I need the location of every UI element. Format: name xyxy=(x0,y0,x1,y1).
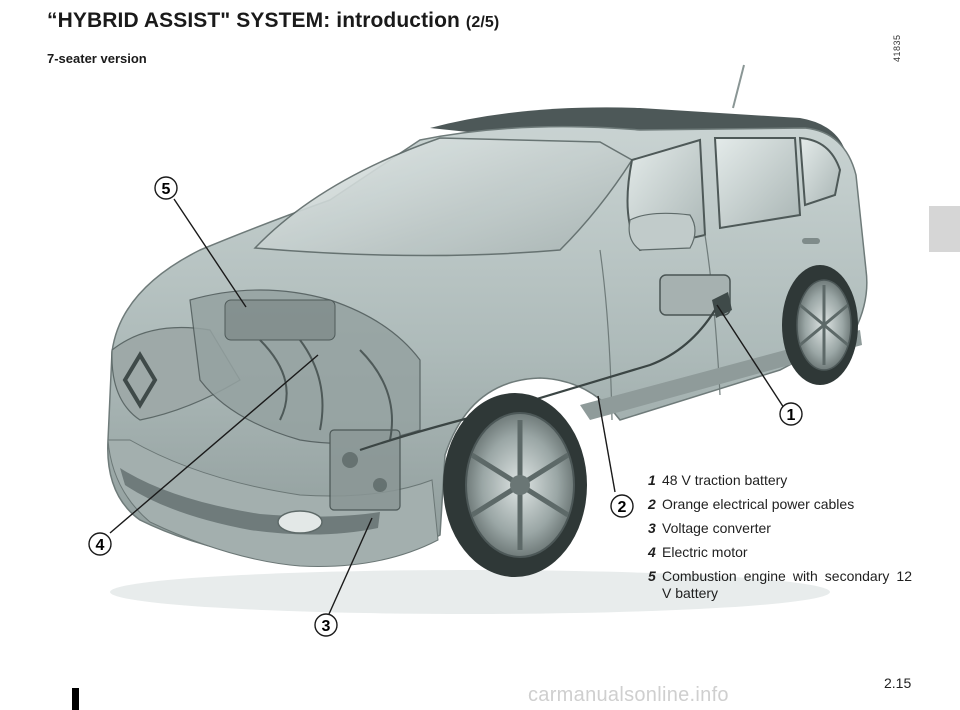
legend-item: 2 Orange electrical power cables xyxy=(632,496,912,513)
ground-shadow xyxy=(110,570,830,614)
front-bumper xyxy=(107,439,439,567)
front-wheel xyxy=(443,393,587,577)
title-text: “HYBRID ASSIST" SYSTEM: introduction xyxy=(47,9,460,32)
legend-number: 3 xyxy=(648,520,656,536)
title-part: (2/5) xyxy=(465,14,500,31)
callout-2: 2 xyxy=(610,494,634,518)
windshield xyxy=(253,137,634,257)
callout-line-3 xyxy=(328,517,373,615)
legend-item: 5 Combustion engine with secondary 12 V … xyxy=(632,568,912,602)
traction-battery-assembly xyxy=(659,274,732,318)
svg-text:2: 2 xyxy=(618,499,627,516)
fog-light xyxy=(277,510,323,534)
legend-number: 4 xyxy=(648,544,656,560)
svg-text:1: 1 xyxy=(787,407,796,424)
legend-label: Voltage converter xyxy=(662,520,771,536)
page-title: “HYBRID ASSIST" SYSTEM: introduction (2/… xyxy=(47,9,499,33)
legend-item: 4 Electric motor xyxy=(632,544,912,561)
quarter-window xyxy=(798,136,842,207)
callout-3: 3 xyxy=(314,613,338,637)
door-handle xyxy=(802,238,820,244)
engine-bay xyxy=(189,289,421,511)
legend-item: 1 48 V traction battery xyxy=(632,472,912,489)
section-tab xyxy=(929,206,960,252)
legend-label: Electric motor xyxy=(662,544,748,560)
legend-label: 48 V traction battery xyxy=(662,472,788,488)
antenna xyxy=(732,64,745,109)
renault-logo xyxy=(122,351,158,409)
callout-line-4 xyxy=(109,354,319,534)
footer-mark xyxy=(72,688,79,710)
callout-legend: 1 48 V traction battery 2 Orange electri… xyxy=(632,472,912,609)
callout-1: 1 xyxy=(779,402,803,426)
legend-item: 3 Voltage converter xyxy=(632,520,912,537)
legend-number: 1 xyxy=(648,472,656,488)
callout-5: 5 xyxy=(154,176,178,200)
legend-number: 5 xyxy=(648,568,656,584)
page-number: 2.15 xyxy=(884,675,912,691)
version-subtitle: 7-seater version xyxy=(47,51,147,66)
callout-line-5 xyxy=(173,198,247,308)
legend-label: Orange electrical power cables xyxy=(662,496,855,512)
legend-number: 2 xyxy=(648,496,656,512)
svg-text:3: 3 xyxy=(322,618,331,635)
svg-text:5: 5 xyxy=(162,181,171,198)
legend-label: Combustion engine with secondary 12 V ba… xyxy=(662,568,912,601)
side-mirror xyxy=(628,212,696,251)
rear-wheel xyxy=(782,265,858,385)
callout-4: 4 xyxy=(88,532,112,556)
rear-side-window xyxy=(713,137,802,230)
callout-line-1 xyxy=(716,304,785,409)
svg-text:4: 4 xyxy=(96,537,105,554)
watermark: carmanualsonline.info xyxy=(528,684,729,706)
callout-line-2 xyxy=(597,395,616,493)
